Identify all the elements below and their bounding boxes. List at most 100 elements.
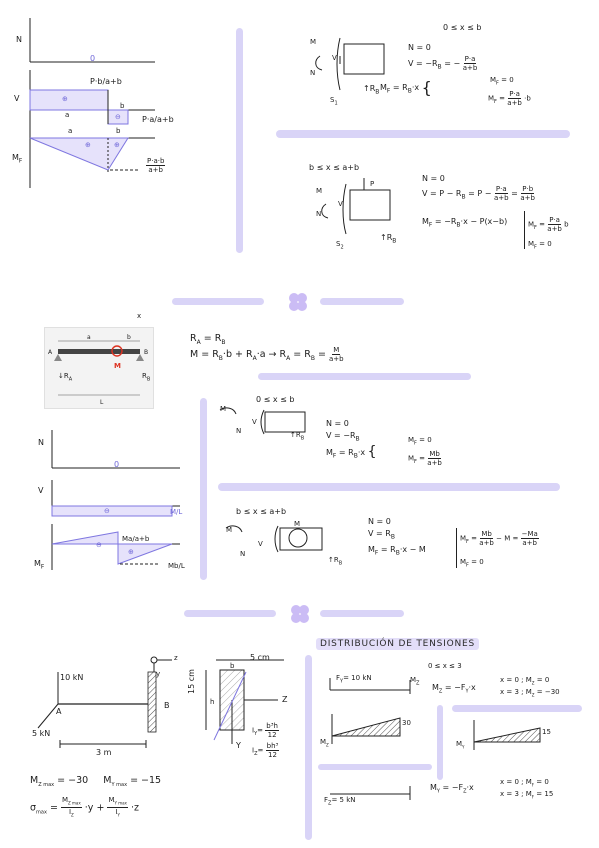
s2-cut1-eq2: V = −RB bbox=[326, 431, 360, 443]
s1-cut2-n: N bbox=[316, 210, 322, 218]
moments-diagram-1 bbox=[331, 714, 401, 744]
moments-case3: x = 0 ; MF = 0 bbox=[500, 778, 549, 788]
moments-d2-val: 15 bbox=[542, 728, 551, 736]
moments-fz-drawing bbox=[330, 786, 411, 800]
divider-horizontal-4 bbox=[452, 705, 582, 712]
s2-cut2-eq3: MF = RB·x − M bbox=[368, 545, 426, 557]
section-z: Z bbox=[282, 695, 288, 704]
divider-horizontal-5 bbox=[318, 764, 432, 770]
s1-cut2-mf: M bbox=[316, 187, 323, 195]
beam-x: x bbox=[137, 312, 142, 320]
s2-cut2-m: M bbox=[294, 520, 301, 528]
moments-diagram-2 bbox=[473, 720, 541, 750]
divider-horizontal-1 bbox=[276, 130, 570, 138]
moments-d1-val: 30 bbox=[402, 719, 411, 727]
s2-m-minus: ⊖ bbox=[96, 541, 102, 549]
section-width: 5 cm bbox=[250, 653, 270, 662]
cantilever-load1: 10 kN bbox=[60, 673, 84, 682]
s1-cut1-rb: ↑RB bbox=[363, 84, 380, 96]
section-b: b bbox=[230, 662, 235, 670]
moments-fy-drawing bbox=[329, 678, 411, 694]
beam-b-label: B bbox=[144, 349, 149, 356]
s1-m-plus1: ⊕ bbox=[85, 141, 91, 149]
cantilever-load2: 5 kN bbox=[32, 729, 51, 738]
beam-a-label: A bbox=[48, 349, 53, 356]
s2-cut1-drawing bbox=[219, 407, 306, 435]
beam-b: b bbox=[127, 334, 131, 341]
cantilever-z: z bbox=[174, 654, 178, 662]
s2-cut2-eq2: V = RB bbox=[368, 529, 395, 541]
s2-cut2-mf: M bbox=[226, 526, 233, 534]
s1-v-bot-label: P·a/a+b bbox=[142, 115, 174, 124]
beam-l: L bbox=[100, 399, 104, 406]
s2-m-plus: ⊕ bbox=[128, 548, 134, 556]
s1-v-plus: ⊕ bbox=[62, 95, 68, 103]
s2-v-label: V bbox=[38, 486, 44, 495]
beam-ra: ↓RA bbox=[58, 372, 73, 383]
s1-v-minus: ⊖ bbox=[115, 113, 121, 121]
reactions-eq1: RA = RB bbox=[190, 333, 226, 346]
s1-m-label: MF bbox=[12, 153, 23, 165]
divider-vertical-3 bbox=[305, 655, 312, 840]
moments-d2-label: MY bbox=[456, 740, 465, 750]
section-divider-right-2 bbox=[320, 610, 404, 617]
s2-m-bot: Mb/L bbox=[168, 562, 185, 570]
s2-v-val: M/L bbox=[170, 508, 183, 516]
divider-vertical-1 bbox=[236, 28, 243, 253]
s2-cut2-v: V bbox=[258, 540, 263, 548]
s1-cut2-s: S2 bbox=[336, 240, 344, 251]
s2-cut1-rb: ↑RB bbox=[290, 431, 305, 442]
s2-m-label: MF bbox=[34, 559, 45, 571]
s2-m-top: Ma/a+b bbox=[122, 535, 150, 543]
s1-m-b: b bbox=[116, 127, 121, 135]
s1-v-b: b bbox=[120, 102, 125, 110]
s2-cut2-case2: MF = 0 bbox=[460, 558, 484, 569]
max-moments: MZ max = −30 MY max = −15 bbox=[30, 775, 162, 788]
s1-cut2-p: P bbox=[370, 180, 375, 188]
s2-cut2-eq1: N = 0 bbox=[368, 517, 391, 526]
divider-horizontal-2 bbox=[258, 373, 471, 380]
s1-cut1-eq3: MF = RB·x { bbox=[380, 78, 432, 97]
s2-diagrams bbox=[51, 430, 180, 570]
s1-m-a: a bbox=[68, 127, 73, 135]
cantilever-span: 3 m bbox=[96, 748, 112, 757]
s1-v-top-label: P·b/a+b bbox=[90, 77, 122, 86]
cantilever-b: B bbox=[164, 701, 170, 710]
s2-cut1-n: N bbox=[236, 427, 242, 435]
moments-fy: FY= 10 kN bbox=[336, 674, 372, 685]
x-ornament-2 bbox=[291, 605, 309, 623]
moments-case2: x = 3 ; MZ = −30 bbox=[500, 688, 560, 698]
x-ornament-1 bbox=[289, 293, 307, 311]
moments-fz: FZ= 5 kN bbox=[324, 796, 356, 807]
s2-cut1-case1: MF = 0 bbox=[408, 436, 432, 447]
s2-cut2-n: N bbox=[240, 550, 246, 558]
moments-my-eq: MY = −FZ·x bbox=[430, 783, 474, 795]
beam-rb: RB bbox=[142, 372, 151, 383]
section-divider-right-1 bbox=[320, 298, 404, 305]
s2-cut2-drawing bbox=[225, 525, 323, 553]
moments-mz-label: MZ bbox=[410, 676, 420, 687]
s2-cut2-brace bbox=[456, 528, 457, 568]
s2-interval-1: 0 ≤ x ≤ b bbox=[256, 395, 295, 404]
s1-cut1-eq1: N = 0 bbox=[408, 43, 431, 52]
moments-case4: x = 3 ; MF = 15 bbox=[500, 790, 554, 800]
divider-horizontal-3 bbox=[218, 483, 560, 491]
s1-cut2-v: V bbox=[338, 200, 343, 208]
beam-photo bbox=[44, 327, 154, 409]
s2-cut2-rb: ↑RB bbox=[328, 556, 343, 567]
beam-m-label: M bbox=[114, 362, 121, 370]
divider-vertical-2 bbox=[200, 398, 207, 580]
section-height: 15 cm bbox=[187, 669, 196, 694]
s2-n-zero: 0 bbox=[114, 460, 120, 469]
s1-cut2-eq1: N = 0 bbox=[422, 174, 445, 183]
s1-n-zero: 0 bbox=[90, 54, 96, 63]
section3-title: DISTRIBUCIÓN DE TENSIONES bbox=[316, 638, 480, 650]
cantilever-a: A bbox=[56, 707, 62, 716]
